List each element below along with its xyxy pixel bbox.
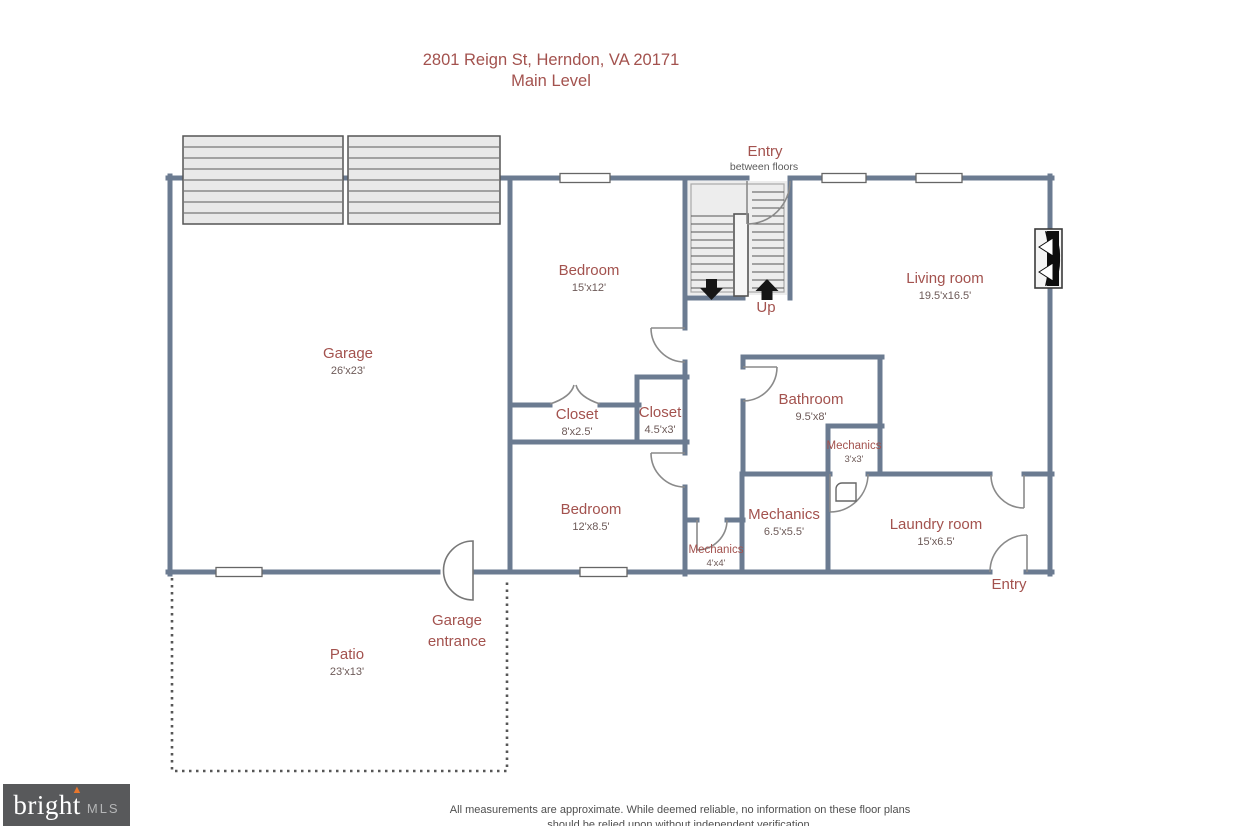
logo-wordmark: bright ▲: [13, 783, 83, 820]
door-entry-bottom: [989, 534, 1028, 573]
window-bedroom1: [559, 172, 611, 184]
door-mechanics-closet: [696, 519, 728, 551]
garage-entrance-door: [442, 540, 474, 601]
window-bedroom2: [579, 566, 628, 578]
garage-entrance-label: Garage entrance: [427, 612, 487, 650]
label-garage: Garage 26'x23': [322, 345, 374, 377]
garage-door-panel-left: [182, 135, 344, 225]
plan-title: 2801 Reign St, Herndon, VA 20171 Main Le…: [423, 50, 680, 92]
fireplace-icon: [1034, 228, 1063, 289]
garage-door-panels: [182, 135, 501, 225]
bifold-closet-doors: [549, 384, 601, 405]
staircase: [688, 181, 787, 300]
entry-bottom-label: Entry: [991, 576, 1027, 593]
patio-outline: [170, 578, 509, 773]
label-living-room: Living room 19.5'x16.5': [906, 270, 984, 302]
window-garage: [215, 566, 263, 578]
address-line: 2801 Reign St, Herndon, VA 20171: [422, 51, 680, 69]
up-label: Up: [756, 299, 776, 316]
logo-suffix: MLS: [86, 800, 120, 816]
door-bedroom1: [650, 327, 686, 363]
up-arrow-icon: [755, 279, 779, 300]
label-closet2: Closet 4.5'x3': [638, 404, 682, 436]
windows: [215, 172, 963, 578]
water-heater-icon: [835, 482, 857, 502]
entry-top-label: Entry: [747, 143, 783, 160]
disclaimer-line-1: All measurements are approximate. While …: [449, 804, 911, 816]
door-bedroom2: [650, 452, 686, 488]
stair-divider: [733, 213, 749, 297]
door-laundry: [990, 474, 1025, 509]
garage-door-panel-right: [347, 135, 501, 225]
label-bedroom1: Bedroom 15'x12': [558, 262, 620, 294]
label-patio: Patio 23'x13': [329, 646, 365, 678]
door-bathroom: [742, 366, 778, 402]
label-bathroom: Bathroom 9.5'x8': [778, 391, 844, 423]
window-living-1: [821, 172, 867, 184]
door-mechanics-room: [829, 473, 869, 513]
label-mechanics-small: Mechanics 3'x3': [826, 440, 882, 465]
door-entry-top: [746, 180, 791, 225]
label-mechanics-closet: Mechanics 4'x4': [688, 544, 744, 569]
stair-treads: [691, 191, 784, 289]
label-bedroom2: Bedroom 12'x8.5': [560, 501, 622, 533]
logo-roof-icon: ▲: [71, 783, 83, 796]
label-closet1: Closet 8'x2.5': [555, 406, 599, 438]
window-living-2: [915, 172, 963, 184]
between-floors-label: between floors: [729, 161, 799, 173]
label-laundry: Laundry room 15'x6.5': [889, 516, 983, 548]
doors: [549, 180, 1028, 573]
disclaimer-line-2: should be relied upon without independen…: [547, 819, 813, 826]
bright-mls-logo: bright ▲ MLS: [3, 784, 130, 826]
level-line: Main Level: [511, 71, 591, 90]
down-arrow-icon: [700, 279, 723, 300]
label-mechanics: Mechanics 6.5'x5.5': [748, 506, 820, 538]
